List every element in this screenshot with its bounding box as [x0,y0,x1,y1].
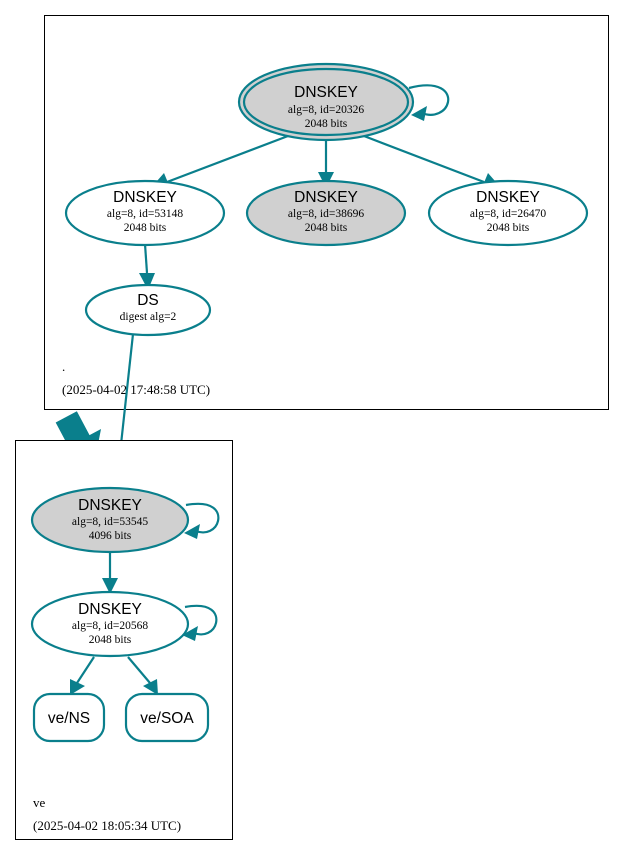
node-dnskey-38696-line2: alg=8, id=38696 [288,208,364,220]
node-dnskey-53148-line2: alg=8, id=53148 [107,208,183,220]
node-dnskey-53148-line3: 2048 bits [124,222,167,234]
node-ve-ns-label: ve/NS [48,710,90,727]
node-dnskey-20568-title: DNSKEY [78,601,142,618]
node-ds-digest-alg-2[interactable]: DS digest alg=2 [84,283,212,337]
zone-timestamp-ve: (2025-04-02 18:05:34 UTC) [33,818,181,833]
edge-ve-zsk-self-loop [182,604,218,641]
node-ds-line2: digest alg=2 [120,311,177,323]
node-ve-soa-label: ve/SOA [140,710,194,727]
node-dnskey-20326-line2: alg=8, id=20326 [288,104,364,116]
zone-cluster-root: DNSKEY alg=8, id=20326 2048 bits DNSKEY … [44,15,609,410]
node-ve-soa[interactable]: ve/SOA [124,692,210,743]
zone-label-root: . [62,359,65,374]
node-dnskey-20326[interactable]: DNSKEY alg=8, id=20326 2048 bits [237,62,415,142]
edge-ve-zsk-to-ve-soa [127,656,158,695]
node-dnskey-26470-line2: alg=8, id=26470 [470,208,546,220]
node-dnskey-53545[interactable]: DNSKEY alg=8, id=53545 4096 bits [30,486,190,554]
edge-ve-ksk-self-loop [184,502,220,539]
node-dnskey-26470-line3: 2048 bits [487,222,530,234]
node-dnskey-20326-line3: 2048 bits [305,118,348,130]
zone-cluster-ve: DNSKEY alg=8, id=53545 4096 bits DNSKEY … [15,440,233,840]
node-ds-title: DS [137,292,159,309]
edge-53148-to-ds [139,243,155,290]
node-dnskey-38696-title: DNSKEY [294,189,358,206]
edge-root-ksk-self-loop [408,84,450,121]
node-dnskey-20326-title: DNSKEY [294,84,358,101]
node-dnskey-26470[interactable]: DNSKEY alg=8, id=26470 2048 bits [427,179,589,247]
edge-ve-zsk-to-ve-ns [70,656,95,695]
node-dnskey-53148-title: DNSKEY [113,189,177,206]
zone-timestamp-root: (2025-04-02 17:48:58 UTC) [62,382,210,397]
node-dnskey-38696-line3: 2048 bits [305,222,348,234]
zone-label-ve: ve [33,795,46,810]
node-dnskey-38696[interactable]: DNSKEY alg=8, id=38696 2048 bits [245,179,407,247]
node-dnskey-53545-line2: alg=8, id=53545 [72,516,148,528]
node-dnskey-26470-title: DNSKEY [476,189,540,206]
node-dnskey-20568-line3: 2048 bits [89,634,132,646]
node-dnskey-20568-line2: alg=8, id=20568 [72,620,148,632]
node-dnskey-53148[interactable]: DNSKEY alg=8, id=53148 2048 bits [64,179,226,247]
edge-ve-ksk-to-ve-zsk [102,552,118,594]
node-dnskey-53545-title: DNSKEY [78,497,142,514]
node-dnskey-20568[interactable]: DNSKEY alg=8, id=20568 2048 bits [30,590,190,658]
node-dnskey-53545-line3: 4096 bits [89,530,132,542]
node-ve-ns[interactable]: ve/NS [32,692,106,743]
